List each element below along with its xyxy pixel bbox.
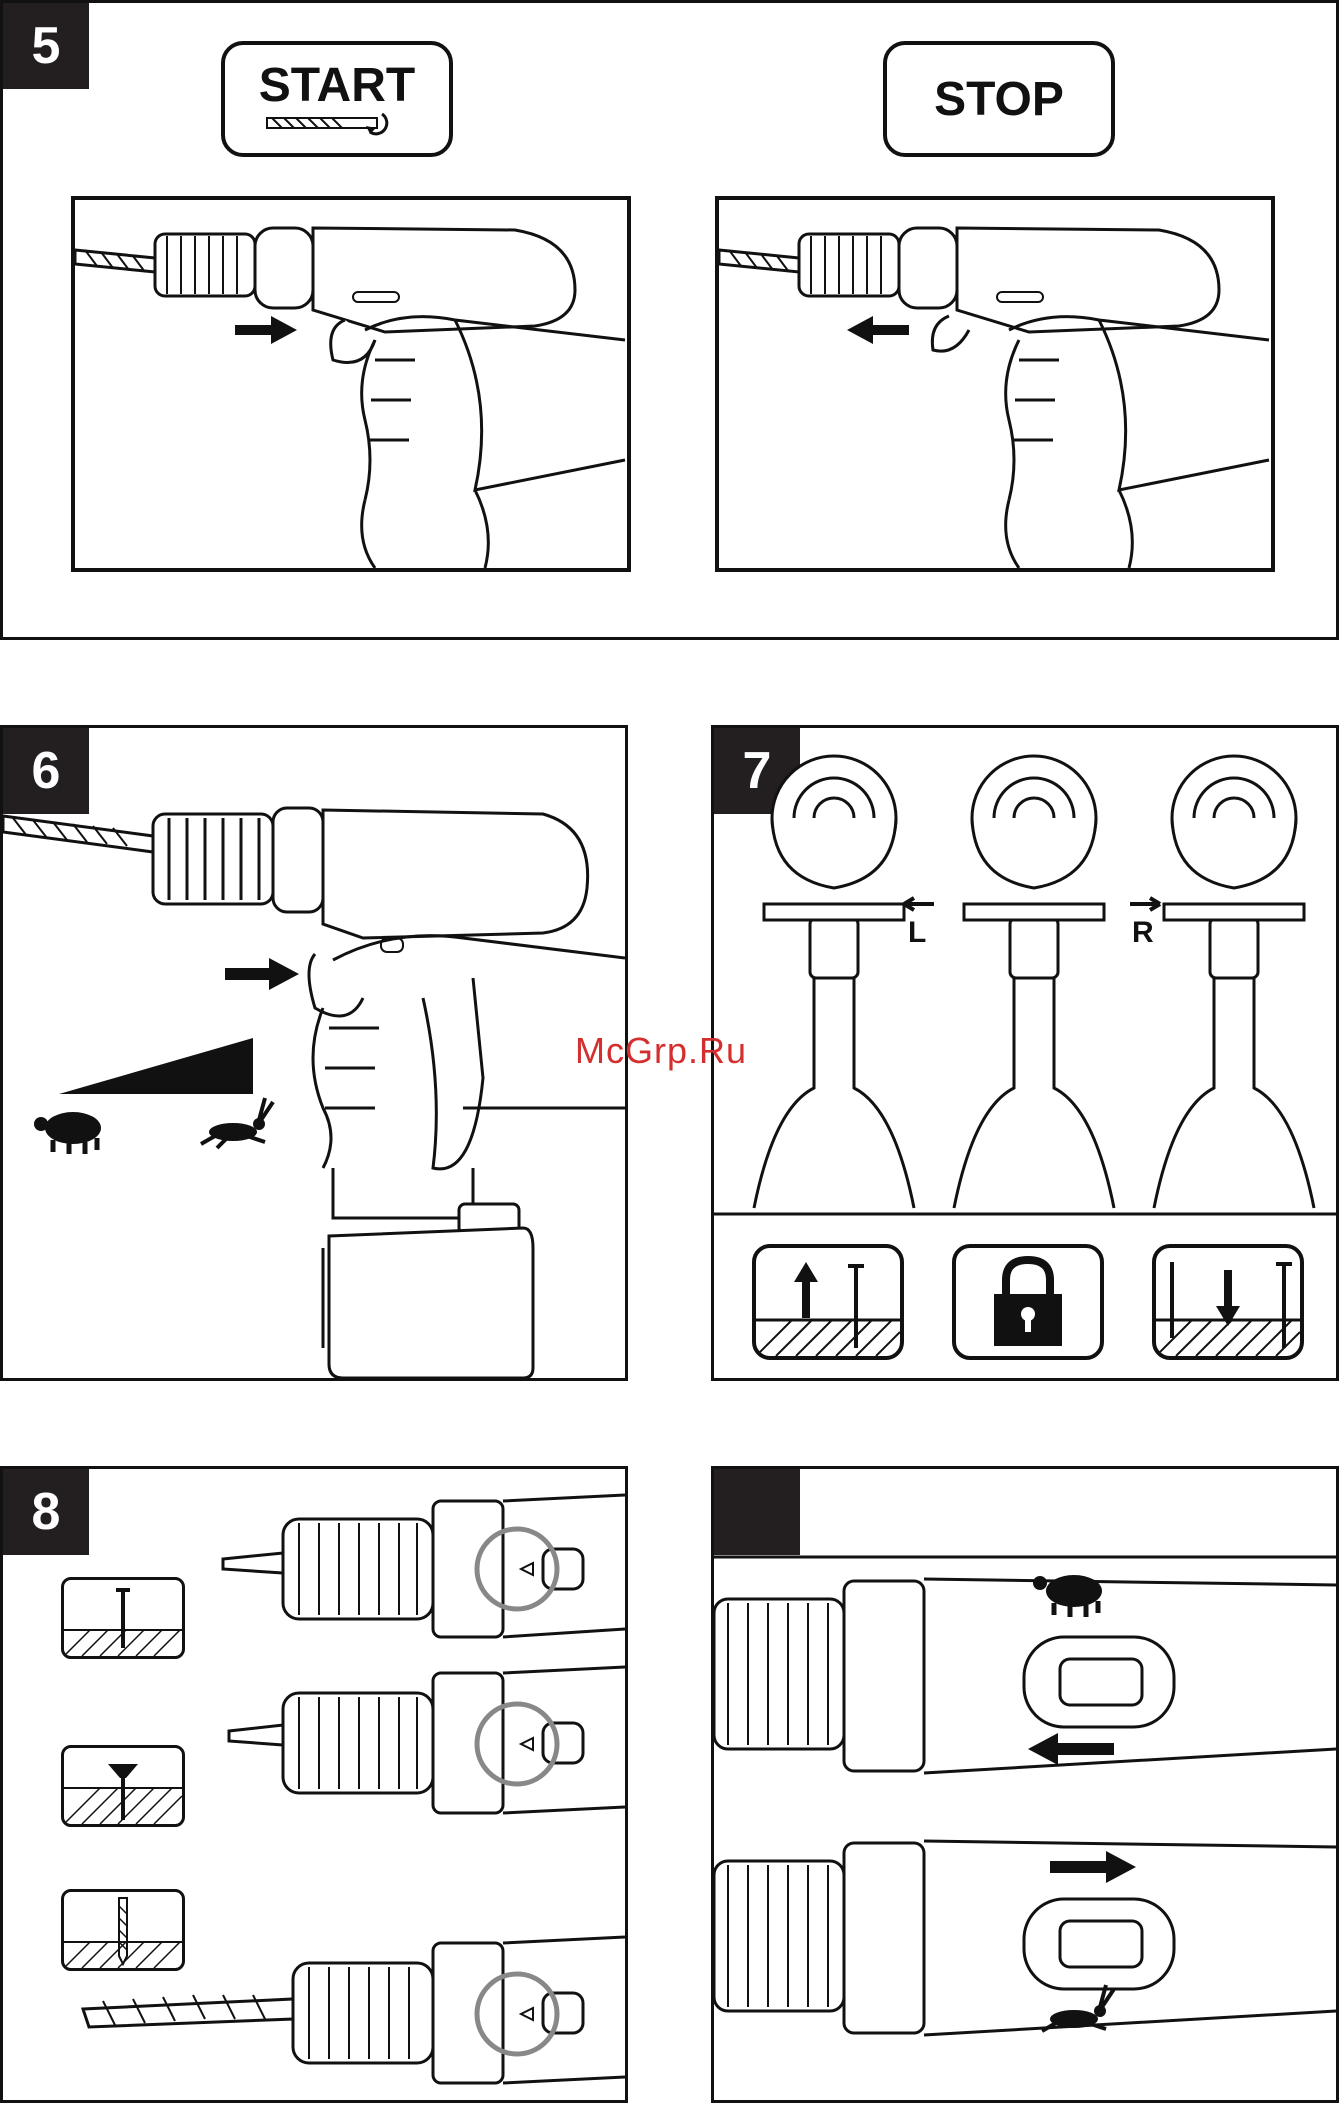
- panel-7: 7 L R: [711, 725, 1339, 1381]
- panel-6: 6: [0, 725, 628, 1381]
- watermark: McGrp.Ru: [575, 1030, 747, 1072]
- drill-trigger-release-drawing: [719, 200, 1271, 568]
- turtle-icon: [34, 1112, 101, 1154]
- drill-trigger-press-drawing: [75, 200, 627, 568]
- right-direction-label: R: [1132, 916, 1154, 950]
- reverse-mode-icon: [752, 1244, 904, 1360]
- left-direction-label: L: [908, 916, 926, 950]
- drill-bit-rotate-icon: [262, 110, 412, 136]
- panel-5: 5 START STOP: [0, 0, 1339, 640]
- turtle-icon: [1033, 1575, 1102, 1617]
- stop-label: STOP: [934, 72, 1064, 127]
- drill-start-illustration: [71, 196, 631, 572]
- forward-mode-icon: [1152, 1244, 1304, 1360]
- step-number-5: 5: [3, 3, 89, 89]
- torque-collar-settings-drawing: [3, 1469, 625, 2100]
- panel-9: [711, 1466, 1339, 2103]
- panel-8: 8: [0, 1466, 628, 2103]
- start-badge: START: [221, 41, 453, 157]
- variable-speed-trigger-drawing: [3, 728, 625, 1378]
- drill-stop-illustration: [715, 196, 1275, 572]
- stop-badge: STOP: [883, 41, 1115, 157]
- gear-selector-drawing: [714, 1469, 1336, 2100]
- rabbit-icon: [201, 1098, 273, 1148]
- lock-icon: [952, 1244, 1104, 1360]
- start-label: START: [259, 62, 415, 110]
